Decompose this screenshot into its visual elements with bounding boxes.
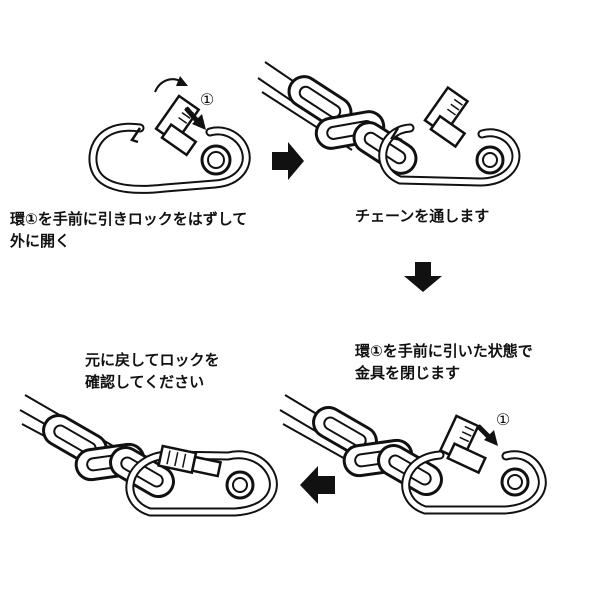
arrow-down-icon: [404, 262, 442, 292]
carabiner-open-icon: [88, 76, 251, 194]
chain-icon: [279, 394, 449, 502]
ring-marker-label: ①: [199, 90, 215, 109]
step-2-caption: チェーンを通します: [355, 207, 490, 225]
step-4-caption: 元に戻してロックを 確認してください: [85, 351, 220, 391]
arrow-right-icon: [272, 142, 304, 180]
chain-icon: [19, 394, 181, 504]
chain-icon: [257, 61, 424, 181]
carabiner-icon: [378, 85, 521, 187]
ring-marker-label: ①: [495, 410, 511, 429]
carabiner-closed-icon: [125, 444, 278, 517]
carabiner-icon: [401, 414, 547, 515]
arrow-left-icon: [300, 466, 335, 504]
step-1-caption: 環①を手前に引きロックをはずして 外に開く: [10, 210, 248, 250]
step-3-caption: 環①を手前に引いた状態で 金具を閉じます: [355, 342, 533, 382]
